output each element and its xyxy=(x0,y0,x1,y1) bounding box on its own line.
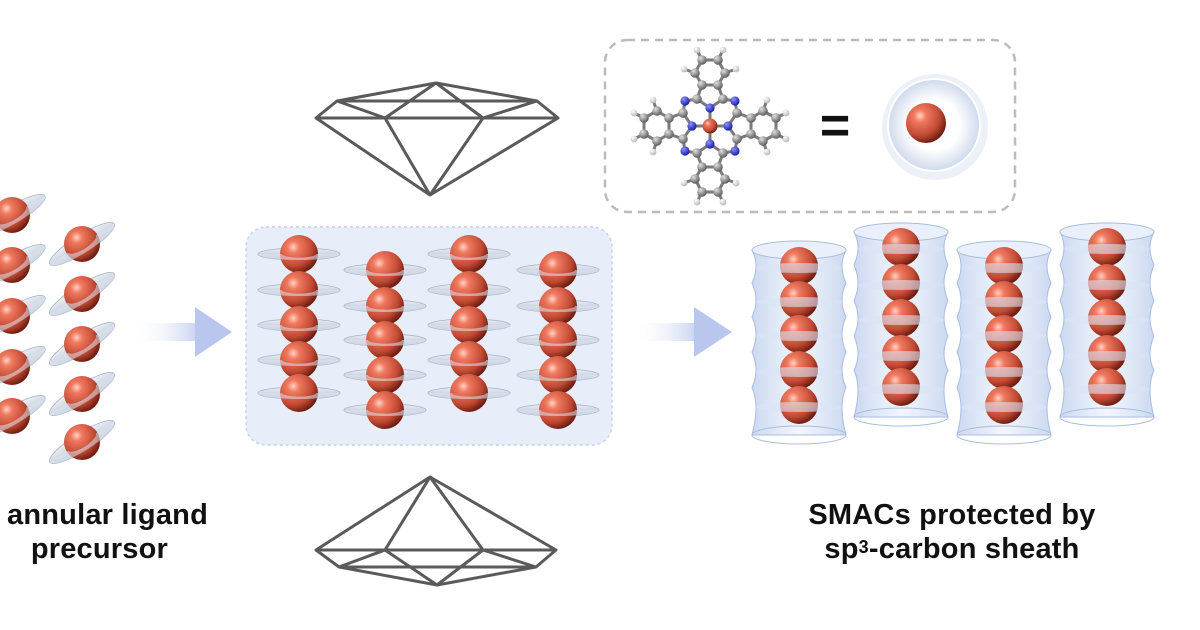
disc-atom xyxy=(343,321,427,359)
disc-atom xyxy=(427,235,511,273)
disc-atom xyxy=(516,391,600,429)
atom-column xyxy=(343,251,427,429)
disc-atom xyxy=(343,251,427,289)
sheathed-column xyxy=(853,222,949,427)
disc-atom xyxy=(516,321,600,359)
precursor-caption-line1: annular ligand xyxy=(7,499,208,531)
legend-box xyxy=(603,38,1017,214)
metal-center-atom xyxy=(702,118,718,134)
disc-atom xyxy=(257,306,341,344)
disc-atom xyxy=(49,222,115,266)
disc-atom xyxy=(427,374,511,412)
disc-atom xyxy=(0,244,46,286)
atom-column xyxy=(516,251,600,429)
disc-atom xyxy=(427,341,511,379)
disc-atom xyxy=(49,372,115,416)
smac-caption: SMACs protected by sp3-carbon sheath xyxy=(792,498,1112,566)
disc-atom xyxy=(0,395,46,437)
disc-atom xyxy=(0,295,46,337)
disc-atom xyxy=(257,235,341,273)
disc-atom xyxy=(0,346,46,388)
precursor-caption-line2: precursor xyxy=(30,533,168,565)
disc-atom xyxy=(257,271,341,309)
diamond-crystal-icon xyxy=(314,81,560,197)
precursor-stacks xyxy=(0,194,115,464)
atom-column xyxy=(257,235,341,412)
disc-atom xyxy=(516,356,600,394)
disc-atom xyxy=(343,391,427,429)
disc-atom xyxy=(257,341,341,379)
disc-atom xyxy=(343,287,427,325)
sheathed-column xyxy=(751,240,847,445)
equals-sign: = xyxy=(820,97,850,155)
sheathed-column xyxy=(1059,222,1155,427)
precursor-caption: annular ligand precursor xyxy=(7,498,208,566)
diamond-crystal-icon xyxy=(314,475,558,587)
disc-atom xyxy=(49,272,115,316)
smac-caption-line1: SMACs protected by xyxy=(808,499,1096,531)
disc-atom xyxy=(49,420,115,464)
phthalocyanine-molecule-icon xyxy=(630,46,790,206)
sheathed-column xyxy=(956,240,1052,445)
disc-atom xyxy=(49,322,115,366)
disc-atom-icon xyxy=(882,74,988,180)
atom-column xyxy=(427,235,511,412)
disc-atom xyxy=(516,251,600,289)
disc-atom xyxy=(257,374,341,412)
smac-caption-line2: sp3-carbon sheath xyxy=(824,533,1080,565)
disc-atom xyxy=(343,356,427,394)
sheathed-smac-columns xyxy=(751,222,1155,445)
arrow-right-icon xyxy=(135,307,232,357)
disc-atom xyxy=(427,306,511,344)
disc-atom xyxy=(516,287,600,325)
disc-atom xyxy=(427,271,511,309)
confined-stacks xyxy=(257,235,600,429)
disc-atom xyxy=(0,194,46,236)
arrow-right-icon xyxy=(634,307,732,357)
